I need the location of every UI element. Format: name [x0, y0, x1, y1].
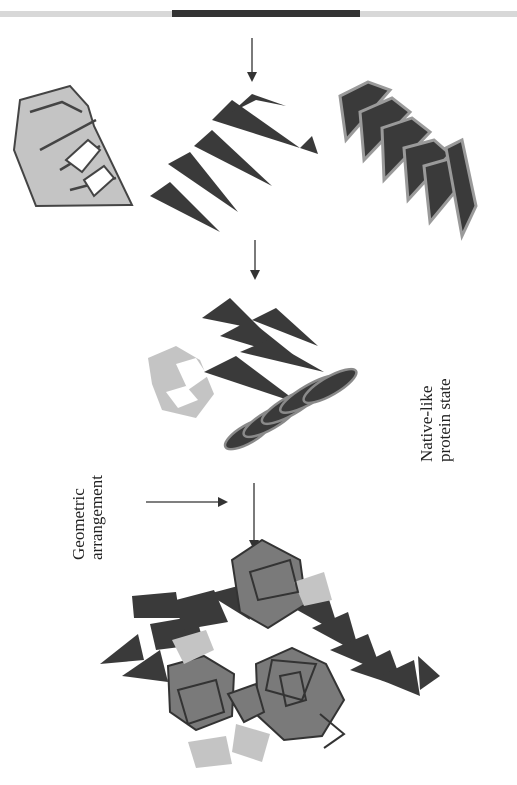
arrow-horizontal — [146, 497, 228, 507]
arrow-bottom — [249, 483, 259, 550]
top-bar — [0, 10, 517, 17]
label-native-protein-state: Native-like protein state — [417, 378, 454, 462]
stage-1-helix-dark — [150, 94, 318, 232]
arrow-top — [247, 38, 257, 82]
label-native-line2: protein state — [435, 378, 454, 462]
stage-2-light-helix — [148, 346, 214, 418]
label-geometric-line2: arrangement — [87, 475, 106, 560]
arrow-middle — [250, 240, 260, 280]
stage-1-helix-light — [14, 86, 132, 206]
label-geometric-arrangement: Geometric arrangement — [69, 475, 106, 560]
label-native-line1: Native-like — [417, 386, 436, 462]
label-geometric-line1: Geometric — [69, 488, 88, 560]
stage-1-sheet — [340, 82, 476, 236]
